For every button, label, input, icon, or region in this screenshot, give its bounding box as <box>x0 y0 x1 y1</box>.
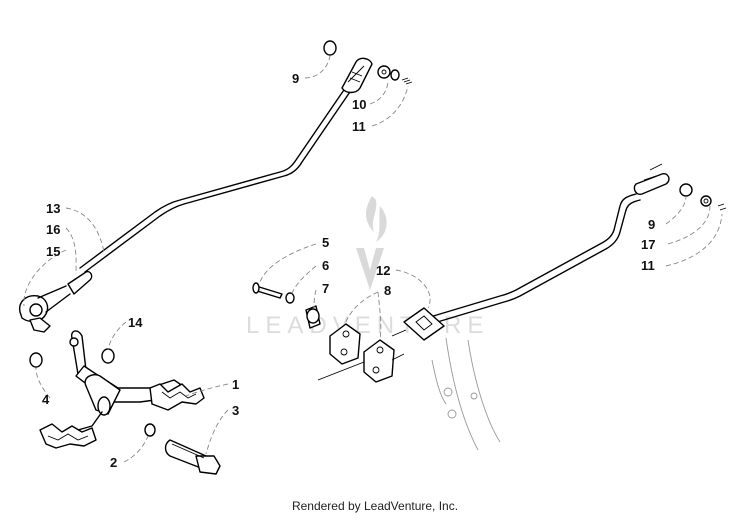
upper-shift-rod <box>79 40 413 273</box>
callout-10: 10 <box>352 97 366 112</box>
callout-13: 13 <box>46 201 60 216</box>
callout-17: 17 <box>641 237 655 252</box>
callout-11-upper: 11 <box>352 119 366 134</box>
callout-11-right: 11 <box>641 258 655 273</box>
callout-7: 7 <box>322 281 329 296</box>
callout-3: 3 <box>232 403 239 418</box>
callout-4: 4 <box>42 392 50 407</box>
brake-pedal-assembly <box>19 270 221 475</box>
watermark-text: LEADVENTURE <box>246 312 489 339</box>
callout-14: 14 <box>128 315 143 330</box>
callout-1: 1 <box>232 377 239 392</box>
frame-outline <box>431 337 501 451</box>
callout-15: 15 <box>46 244 60 259</box>
callout-labels: 9 10 11 13 16 15 14 4 1 3 2 5 6 7 12 8 9… <box>42 71 655 470</box>
center-hardware <box>252 282 405 383</box>
callout-5: 5 <box>322 235 329 250</box>
callout-9-right: 9 <box>648 217 655 232</box>
footer-credit: Rendered by LeadVenture, Inc. <box>291 499 459 513</box>
callout-16: 16 <box>46 222 60 237</box>
callout-12: 12 <box>376 263 390 278</box>
callout-8: 8 <box>384 283 391 298</box>
leader-lines <box>23 55 723 463</box>
callout-2: 2 <box>110 455 117 470</box>
brake-rod <box>391 163 727 341</box>
callout-9-upper: 9 <box>292 71 299 86</box>
callout-6: 6 <box>322 258 329 273</box>
